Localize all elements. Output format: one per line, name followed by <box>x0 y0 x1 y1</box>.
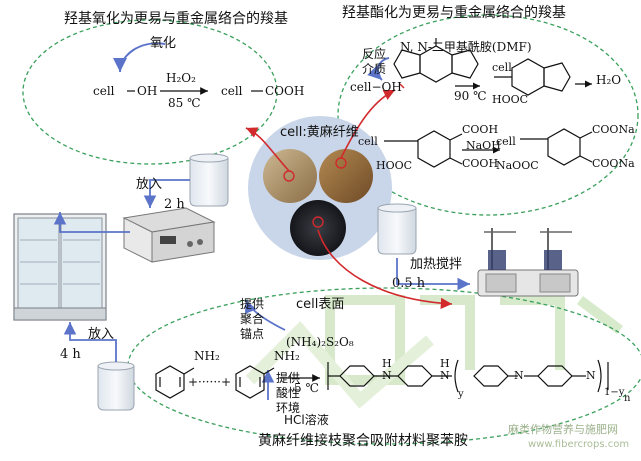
aniline-plus-dots: +······+ <box>188 375 231 389</box>
carboxylated-cellulose-structure <box>384 130 463 168</box>
polymer-n-1: N <box>382 369 392 382</box>
aniline-nh2-1: NH₂ <box>194 349 220 363</box>
ester-hooc: HOOC <box>492 93 529 106</box>
magnetic-stirrer-device <box>477 228 579 297</box>
reactant-cell: cell <box>93 84 115 98</box>
reagent-h2o2: H₂O₂ <box>166 71 196 85</box>
temperature-90: 90 ℃ <box>454 89 487 103</box>
arrow-to-water-bath <box>143 179 190 208</box>
raw-jute-photo <box>263 149 317 203</box>
medium-line-2: 介质 <box>362 62 387 76</box>
arrow-to-refrigerator <box>53 212 130 233</box>
sodium-carboxylate-structure <box>520 128 593 166</box>
step-time-05h: 0.5 h <box>392 276 426 291</box>
subscript-1-y: 1−y <box>604 387 625 398</box>
step-put-in-1: 放入 <box>136 177 163 192</box>
red-arrow-esterification <box>340 89 396 159</box>
step-put-in-2: 放入 <box>88 327 115 342</box>
reactant-cell-oh: cell−OH <box>350 80 402 94</box>
reactant-hydroxyl: OH <box>137 84 158 98</box>
step-time-4h: 4 h <box>60 347 81 362</box>
arrow-to-stirrer <box>396 258 470 291</box>
red-arrow-polymerization <box>317 229 453 309</box>
product-cell: cell <box>221 84 243 98</box>
oxidation-title: 羟基氧化为更易与重金属络合的羧基 <box>64 11 288 27</box>
subscript-n: n <box>624 393 631 404</box>
reagent-naoh: NaOH <box>466 139 501 152</box>
watermark-line-2: www.fibercrops.com <box>528 439 630 450</box>
watermark-line-1: 麻类作物营养与施肥网 <box>508 423 618 436</box>
arrow-cell-surface <box>244 299 286 331</box>
polymerization-title: 黄麻纤维接枝聚合吸附材料聚苯胺 <box>258 433 468 449</box>
aniline-nh2-2: NH₂ <box>274 349 300 363</box>
water-bath-device <box>122 207 216 263</box>
ester-product-structure <box>494 58 571 96</box>
polymer-jute-photo <box>290 200 346 256</box>
row2-product-cell: cell <box>496 135 516 148</box>
subscript-y: y <box>458 389 464 400</box>
row2-coona-1: COONa <box>592 123 635 136</box>
cell-surface-label: cell表面 <box>296 297 345 312</box>
oxidation-cycle-arrow <box>113 42 166 73</box>
beaker-polymerization <box>97 361 135 411</box>
polymer-n-4: N <box>586 369 596 382</box>
provide-sites-3: 锚点 <box>240 327 265 341</box>
row2-hooc: HOOC <box>376 159 413 172</box>
row2-naooc: NaOOC <box>496 159 539 172</box>
step-heat-stir: 加热搅拌 <box>410 257 463 272</box>
medium-line-1: 反应 <box>362 47 387 61</box>
arrow-to-polymerization <box>63 322 117 362</box>
center-label: cell:黄麻纤维 <box>280 125 359 140</box>
hcl-solution: HCl溶液 <box>284 413 329 427</box>
polymer-h-2: H <box>440 357 450 370</box>
temperature-85: 85 ℃ <box>168 96 201 110</box>
ester-cell: cell <box>492 61 512 74</box>
polyaniline-structure <box>327 359 609 393</box>
oxidation-dashed-outline <box>22 19 278 165</box>
polymer-h-1: H <box>382 357 392 370</box>
provide-acid-1: 提供 <box>276 371 301 385</box>
polymer-n-2: N <box>440 369 450 382</box>
beaker-esterification <box>377 203 417 255</box>
oxidant-aps: (NH₄)₂S₂O₈ <box>286 335 354 349</box>
aniline-structure-1 <box>155 365 195 399</box>
provide-acid-2: 酸性 <box>276 386 301 400</box>
row2-coona-2: COONa <box>592 157 635 170</box>
temperature-5: 5 ℃ <box>294 381 319 395</box>
row2-cooh-2: COOH <box>462 157 499 170</box>
dyed-jute-photo <box>319 149 373 203</box>
polymerization-dashed-outline <box>127 287 641 445</box>
polymer-n-3: N <box>514 369 524 382</box>
step-time-2h: 2 h <box>164 197 185 212</box>
oxidize-label: 氧化 <box>150 36 177 51</box>
provide-sites-1: 提供 <box>240 297 265 311</box>
pyromellitic-dianhydride-structure <box>393 38 479 83</box>
esterification-dashed-outline <box>337 14 639 216</box>
row2-cooh-1: COOH <box>462 123 499 136</box>
provide-sites-2: 聚合 <box>240 312 265 326</box>
beaker-oxidation <box>189 153 229 207</box>
solvent-dmf: N, N-二甲基酰胺(DMF) <box>400 40 532 54</box>
red-arrow-oxidation <box>245 127 290 172</box>
esterification-title: 羟基酯化为更易与重金属络合的羧基 <box>342 5 566 21</box>
provide-acid-3: 环境 <box>276 401 301 415</box>
aniline-structure-2 <box>235 365 275 399</box>
byproduct-water: H₂O <box>596 73 622 87</box>
product-carboxyl: COOH <box>265 84 305 98</box>
row2-cell: cell <box>358 135 378 148</box>
